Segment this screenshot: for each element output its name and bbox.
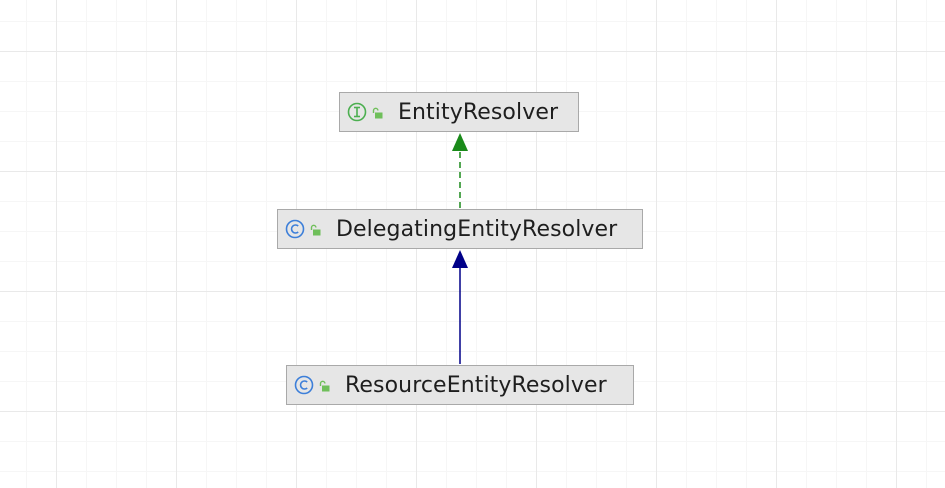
node-delegating-entity-resolver[interactable]: DelegatingEntityResolver [277,209,643,249]
public-lock-icon [319,380,330,392]
interface-icon [347,102,367,122]
node-label: EntityResolver [398,99,559,125]
node-resource-entity-resolver[interactable]: ResourceEntityResolver [286,365,634,405]
node-label: ResourceEntityResolver [345,372,607,398]
class-icon [294,375,314,395]
node-entity-resolver[interactable]: EntityResolver [339,92,579,132]
public-lock-icon [372,107,383,119]
class-icon [285,219,305,239]
public-lock-icon [310,224,321,236]
node-label: DelegatingEntityResolver [336,216,618,242]
extends-arrowhead [452,250,468,268]
implements-arrowhead [452,133,468,151]
